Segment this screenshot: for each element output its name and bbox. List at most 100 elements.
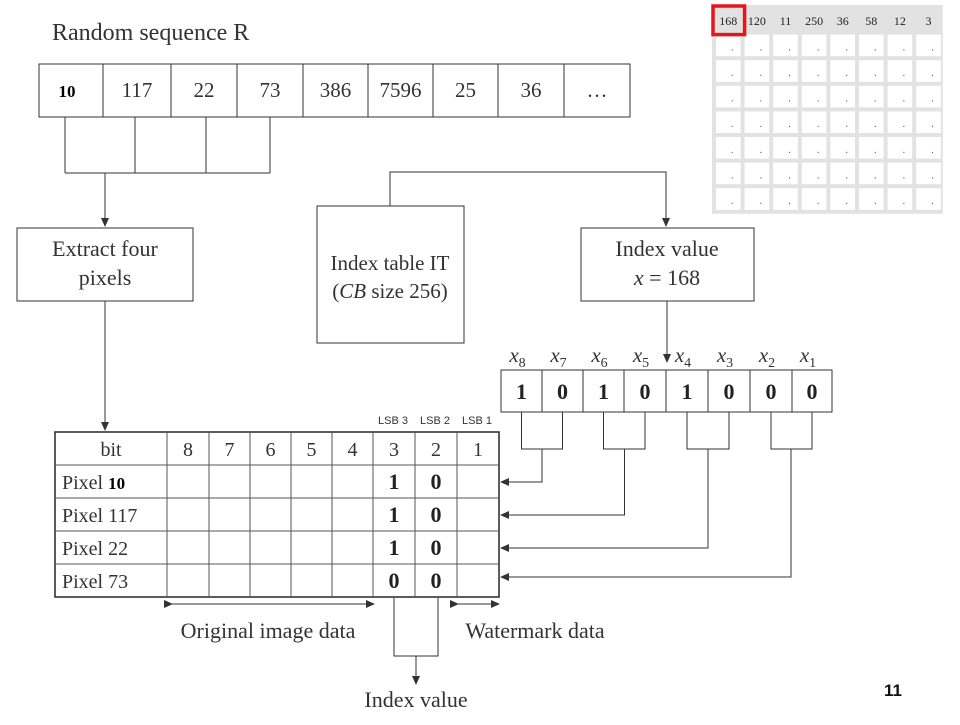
lsb-label: LSB 2 — [420, 415, 450, 427]
codebook-dot: . — [903, 170, 906, 181]
table-header-cell: 4 — [348, 439, 358, 461]
bit-value: 1 — [516, 379, 527, 404]
codebook-dot: . — [817, 119, 820, 130]
codebook-cell — [801, 137, 827, 159]
bit-value: 0 — [557, 379, 568, 404]
codebook-cell — [744, 137, 770, 159]
codebook-cell — [801, 34, 827, 57]
bit-label: x2 — [758, 343, 775, 371]
codebook-cell — [716, 85, 741, 108]
codebook-dot: . — [845, 42, 848, 53]
codebook-dot: . — [731, 170, 734, 181]
bit-pair-bracket — [770, 412, 813, 450]
codebook-cell — [716, 162, 741, 185]
table-frame — [54, 431, 500, 598]
table-header-cell: 7 — [225, 439, 235, 461]
codebook-cell — [830, 188, 855, 210]
codebook-dot: . — [760, 42, 763, 53]
codebook-cell — [887, 188, 913, 210]
bit-value: 1 — [682, 379, 693, 404]
codebook-cell — [801, 85, 827, 108]
original-image-data-label: Original image data — [181, 618, 356, 643]
bit-route — [500, 449, 625, 519]
codebook-cell — [916, 188, 941, 210]
codebook-header-cell: 36 — [837, 14, 849, 28]
codebook-dot: . — [874, 170, 877, 181]
codebook-dot: . — [817, 42, 820, 53]
codebook-cell — [773, 162, 798, 185]
codebook-cell — [916, 137, 941, 159]
lsb-label: LSB 3 — [378, 415, 408, 427]
codebook-cell — [859, 60, 884, 82]
lsb2-value: 0 — [431, 469, 442, 494]
codebook-cell — [744, 188, 770, 210]
codebook-header-cell: 168 — [719, 14, 737, 28]
index-table-box: Index table IT (CB size 256) — [316, 205, 465, 344]
sequence-frame — [38, 63, 631, 118]
codebook-dot: . — [874, 196, 877, 207]
bit-routing-lines — [500, 449, 792, 581]
codebook-cell — [859, 188, 884, 210]
bit-value: 0 — [724, 379, 735, 404]
codebook-dot: . — [874, 119, 877, 130]
codebook-dot: . — [788, 94, 791, 105]
watermark-data-label: Watermark data — [465, 618, 605, 643]
table-to-index-connector — [389, 171, 670, 227]
page-number: 11 — [884, 681, 902, 700]
bit-value: 1 — [598, 379, 609, 404]
codebook-cell — [716, 111, 741, 133]
codebook-dot: . — [903, 119, 906, 130]
codebook-cell — [830, 137, 855, 159]
codebook-dot: . — [788, 42, 791, 53]
codebook-dot: . — [731, 68, 734, 79]
codebook-dot: . — [874, 42, 877, 53]
codebook-cell — [801, 60, 827, 82]
codebook-dot: . — [903, 196, 906, 207]
codebook-cell — [887, 85, 913, 108]
codebook-cell — [916, 111, 941, 133]
bit-value: 0 — [807, 379, 818, 404]
codebook-dot: . — [817, 94, 820, 105]
index-value-equation: x = 168 — [633, 265, 700, 290]
codebook-dot: . — [788, 170, 791, 181]
codebook-cell — [887, 111, 913, 133]
lsb3-value: 0 — [389, 568, 400, 593]
codebook-cell — [830, 85, 855, 108]
codebook-header-cell: 3 — [926, 14, 932, 28]
codebook-dot: . — [931, 119, 934, 130]
index-value-box: Index value x = 168 — [580, 227, 755, 302]
sequence-value: 386 — [320, 78, 352, 102]
pixel-row-label: Pixel 10 — [62, 472, 125, 494]
lsb2-value: 0 — [431, 568, 442, 593]
codebook-cell — [887, 137, 913, 159]
lsb3-value: 1 — [389, 469, 400, 494]
codebook-dot: . — [788, 145, 791, 156]
lsb-labels: LSB 3 LSB 2 LSB 1 — [378, 415, 492, 427]
bit-value: 0 — [640, 379, 651, 404]
bit-pair-connectors — [521, 412, 813, 450]
sequence-value: 25 — [455, 78, 476, 102]
codebook-cell — [716, 137, 741, 159]
codebook-dot: . — [903, 94, 906, 105]
codebook-dot: . — [731, 196, 734, 207]
codebook-dot: . — [817, 68, 820, 79]
index-table-line-2: (CB size 256) — [332, 279, 448, 303]
codebook-dot: . — [817, 196, 820, 207]
sequence-value: 36 — [521, 78, 542, 102]
codebook-dot: . — [817, 145, 820, 156]
sequence-value: 73 — [260, 78, 281, 102]
bit-label: x3 — [716, 343, 733, 371]
lsb-label: LSB 1 — [462, 415, 492, 427]
codebook-dot: . — [903, 42, 906, 53]
codebook-dot: . — [760, 119, 763, 130]
lsb2-value: 0 — [431, 502, 442, 527]
codebook-dot: . — [931, 170, 934, 181]
bit-label: x8 — [508, 343, 525, 371]
codebook-cell — [830, 34, 855, 57]
codebook-cell — [830, 111, 855, 133]
bit-pair-bracket — [603, 412, 646, 450]
lsb3-value: 1 — [389, 502, 400, 527]
extract-line-2: pixels — [79, 265, 132, 290]
